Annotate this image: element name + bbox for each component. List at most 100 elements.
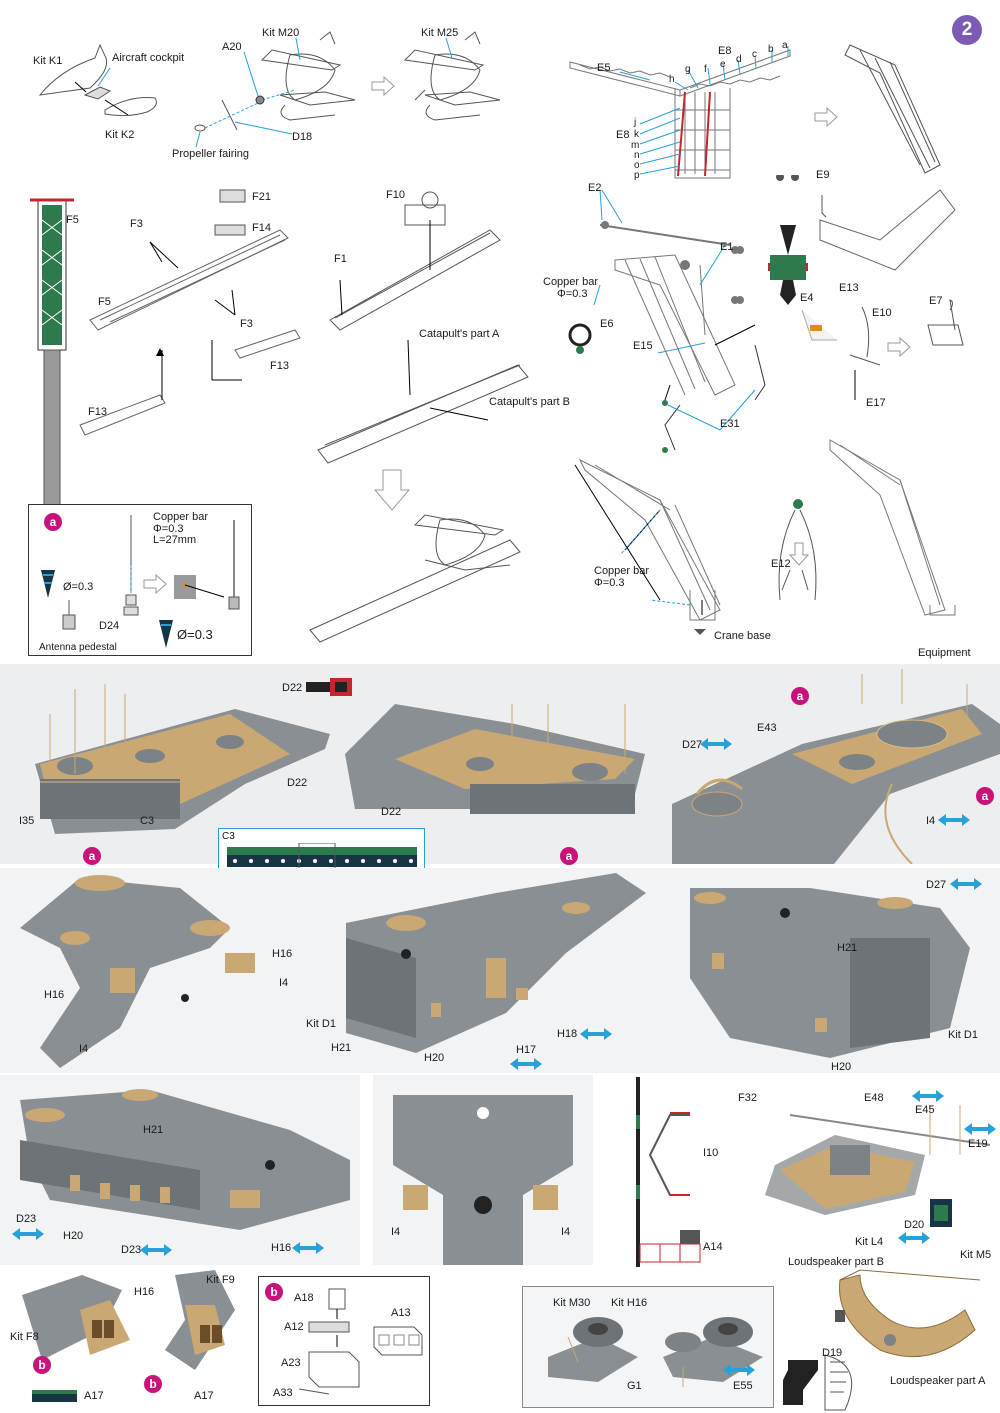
c3-strip-drawing bbox=[227, 843, 417, 872]
label-h20-b: H20 bbox=[831, 1061, 852, 1073]
badge-a-photo3-letter: a bbox=[796, 689, 804, 703]
label-a17-a: A17 bbox=[84, 1390, 104, 1402]
label-e9: E9 bbox=[816, 169, 830, 181]
label-catapult-part-b: Catapult's part B bbox=[489, 396, 570, 408]
photo-row1-right bbox=[672, 664, 1000, 864]
badge-b-photo1: b bbox=[33, 1356, 51, 1374]
label-copper-bar-bottom: Copper bar bbox=[594, 565, 650, 577]
label-a17-b: A17 bbox=[194, 1390, 214, 1402]
label-letter-o: o bbox=[634, 160, 640, 171]
photo-bridge-deck-views bbox=[35, 678, 645, 834]
label-e15: E15 bbox=[633, 340, 653, 352]
label-d18: D18 bbox=[292, 131, 313, 143]
badge-a-photo1-letter: a bbox=[88, 849, 96, 863]
label-phi: Φ=0.3 bbox=[153, 523, 184, 535]
label-e8-top: E8 bbox=[718, 45, 732, 57]
label-a14: A14 bbox=[703, 1241, 723, 1253]
label-i4-row3-a: I4 bbox=[391, 1226, 401, 1238]
photo-row3-a bbox=[0, 1075, 360, 1265]
label-a13: A13 bbox=[391, 1307, 411, 1319]
crane-frame-drawing bbox=[569, 44, 941, 179]
label-letter-f: f bbox=[704, 64, 707, 75]
badge-a: a bbox=[44, 513, 62, 531]
label-kit-m5: Kit M5 bbox=[960, 1249, 992, 1261]
double-arrow-icon-d23-b bbox=[140, 1244, 172, 1256]
gun-mount-photo bbox=[523, 1287, 773, 1407]
label-f5-rail: F5 bbox=[98, 296, 111, 308]
label-f21: F21 bbox=[252, 191, 271, 203]
label-d27-row2: D27 bbox=[926, 879, 947, 891]
label-phi-mid: Φ=0.3 bbox=[557, 288, 588, 300]
photo-deck-closeup bbox=[672, 669, 1000, 864]
page-number: 2 bbox=[961, 19, 973, 40]
photo-row2-c bbox=[650, 868, 1000, 1073]
label-h16-b: H16 bbox=[44, 989, 65, 1001]
label-f3-bottom: F3 bbox=[240, 318, 253, 330]
label-kit-m25: Kit M25 bbox=[421, 27, 459, 39]
double-arrow-icon-d27 bbox=[700, 738, 732, 750]
label-e43: E43 bbox=[757, 722, 777, 734]
label-e2: E2 bbox=[588, 182, 602, 194]
badge-a-photo2: a bbox=[560, 847, 578, 865]
label-crane-base: Crane base bbox=[714, 630, 771, 642]
label-letter-c: c bbox=[752, 49, 757, 60]
double-arrow-icon-i4 bbox=[938, 814, 970, 826]
label-letter-b: b bbox=[768, 44, 774, 55]
label-d19: D19 bbox=[822, 1347, 843, 1359]
label-h21-row3: H21 bbox=[143, 1124, 164, 1136]
label-copper-bar: Copper bar bbox=[153, 511, 209, 523]
photo-row3-b bbox=[373, 1075, 593, 1265]
label-f14: F14 bbox=[252, 222, 271, 234]
label-f3-top: F3 bbox=[130, 218, 143, 230]
label-i4-row1: I4 bbox=[926, 815, 936, 827]
label-drill-1: Ø=0.3 bbox=[63, 581, 94, 593]
label-antenna-pedestal: Antenna pedestal bbox=[39, 642, 117, 653]
label-letter-d: d bbox=[736, 54, 742, 65]
label-a33: A33 bbox=[273, 1387, 293, 1399]
label-propeller-fairing: Propeller fairing bbox=[172, 148, 250, 160]
badge-a-photo4: a bbox=[976, 787, 994, 805]
label-g1: G1 bbox=[627, 1380, 642, 1392]
label-length: L=27mm bbox=[153, 534, 197, 546]
label-d24: D24 bbox=[99, 620, 120, 632]
label-kit-h16: Kit H16 bbox=[611, 1297, 648, 1309]
label-e48: E48 bbox=[864, 1092, 884, 1104]
platform-assembly-drawing bbox=[636, 1077, 991, 1267]
label-h21-a: H21 bbox=[331, 1042, 352, 1054]
double-arrow-icon-e19 bbox=[964, 1123, 996, 1135]
label-d20: D20 bbox=[904, 1219, 925, 1231]
page-number-badge: 2 bbox=[952, 15, 982, 45]
label-h16-row4: H16 bbox=[134, 1286, 155, 1298]
label-c3-box: C3 bbox=[222, 831, 235, 842]
label-d27-row1: D27 bbox=[682, 739, 703, 751]
label-h20-a: H20 bbox=[424, 1052, 445, 1064]
badge-a-photo4-letter: a bbox=[981, 789, 989, 803]
label-e17: E17 bbox=[866, 397, 886, 409]
label-h18: H18 bbox=[557, 1028, 578, 1040]
label-e45: E45 bbox=[915, 1104, 935, 1116]
crane-assembly-drawing bbox=[568, 175, 964, 453]
label-f13-right: F13 bbox=[270, 360, 289, 372]
badge-b-box-letter: b bbox=[270, 1285, 278, 1299]
label-i4-b: I4 bbox=[79, 1043, 89, 1055]
label-f5-tower: F5 bbox=[66, 214, 79, 226]
label-h20-row3: H20 bbox=[63, 1230, 84, 1242]
label-h21-b: H21 bbox=[837, 942, 858, 954]
badge-b-photo1-letter: b bbox=[38, 1358, 46, 1372]
label-kit-m30: Kit M30 bbox=[553, 1297, 591, 1309]
label-e1: E1 bbox=[720, 241, 734, 253]
label-e19: E19 bbox=[968, 1138, 988, 1150]
label-kit-l4: Kit L4 bbox=[855, 1236, 884, 1248]
double-arrow-icon-d27-row2 bbox=[950, 878, 982, 890]
label-letter-m: m bbox=[631, 140, 640, 151]
label-e5: E5 bbox=[597, 62, 611, 74]
photo-row2-a bbox=[0, 868, 296, 1073]
badge-b-photo2-letter: b bbox=[149, 1377, 157, 1391]
label-kit-m20: Kit M20 bbox=[262, 27, 300, 39]
catapult-assembly-drawing bbox=[30, 189, 529, 651]
badge-a-photo1: a bbox=[83, 847, 101, 865]
label-letter-e: e bbox=[720, 59, 726, 70]
label-d22-b: D22 bbox=[381, 806, 402, 818]
label-d23-a: D23 bbox=[16, 1213, 37, 1225]
label-a18: A18 bbox=[294, 1292, 314, 1304]
